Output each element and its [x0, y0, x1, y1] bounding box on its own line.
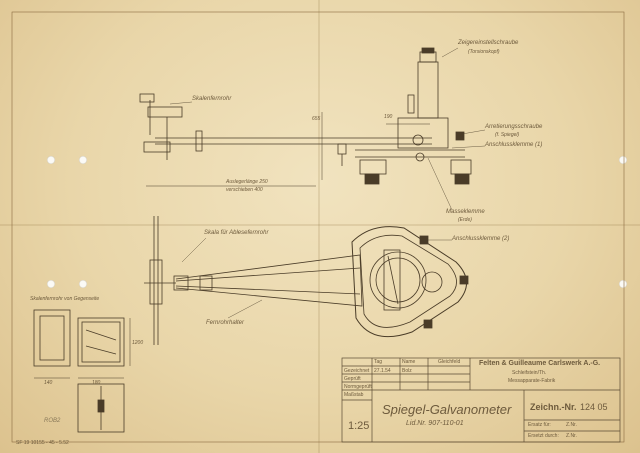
label-skalenfernrohr: Skalenfernrohr — [192, 96, 232, 102]
punch-hole — [79, 156, 87, 164]
header-gleichfeld: Gleichfeld — [438, 359, 461, 365]
punch-hole — [47, 280, 55, 288]
stamp: ROB2 — [44, 418, 61, 424]
punch-hole — [619, 280, 627, 288]
paper-fold — [0, 224, 640, 226]
punch-hole — [47, 156, 55, 164]
header-tag: Tag — [374, 359, 383, 365]
list-number: Lid.Nr. 907-110-01 — [406, 420, 464, 427]
massstab-label: Maßstab — [344, 392, 364, 398]
label-arretierung: Arretierungsschraube — [485, 124, 543, 130]
label-anschluss-1: Anschlussklemme (1) — [485, 142, 543, 148]
row-date: 27.1.54 — [374, 368, 391, 374]
label-side-view: Skalenfernrohr von Gegenseite — [30, 296, 100, 302]
label-masse-sub: (Erde) — [458, 217, 472, 223]
drawing-number-label: Zeichn.-Nr. — [530, 402, 577, 412]
ersetzt-durch-label: Ersetzt durch: — [528, 433, 559, 439]
label-fernrohrhalter: Fernrohrhalter — [206, 320, 245, 326]
label-zeiger-sub: (Torsionskopf) — [468, 49, 500, 55]
paper-fold — [318, 0, 320, 453]
dimension-value: 140 — [44, 380, 53, 386]
header-name: Name — [402, 359, 416, 365]
dimension-value: 1200 — [132, 340, 144, 346]
punch-hole — [79, 280, 87, 288]
row-name: Bolz — [402, 368, 412, 374]
dimension-value: 180 — [92, 380, 101, 386]
note-line-2: verschieben 400 — [226, 187, 263, 193]
row-label: Gezeichnet — [344, 368, 370, 374]
row-label: Normgeprüft — [344, 384, 372, 390]
label-skala: Skala für Ablesefernrohr — [204, 230, 269, 236]
label-zeiger: Zeigereinstellschraube — [458, 40, 519, 46]
row-label: Geprüft — [344, 376, 361, 382]
dimension-value: 190 — [384, 114, 393, 120]
scale-value: 1:25 — [348, 420, 370, 432]
ersetzt-durch-nr: Z.Nr. — [566, 433, 577, 439]
title-block: Tag Name Gleichfeld Gezeichnet 27.1.54 B… — [342, 358, 620, 442]
ersatz-fuer-nr: Z.Nr. — [566, 422, 577, 428]
drawing-number: 124 05 — [580, 402, 608, 412]
label-arretierung-sub: (f. Spiegel) — [495, 132, 520, 138]
dimension-value: 655 — [312, 116, 321, 122]
print-code: SF 19 10155 - 45 - 5.52 — [16, 440, 69, 446]
company-department: Messapparate-Fabrik — [508, 378, 556, 384]
punch-hole — [619, 156, 627, 164]
drawing-title: Spiegel-Galvanometer — [382, 402, 512, 417]
note-line-1: Auslegerlänge 250 — [226, 179, 268, 185]
ersatz-fuer-label: Ersatz für: — [528, 422, 551, 428]
label-anschluss-2: Anschlussklemme (2) — [452, 236, 510, 242]
label-masseklemme: Masseklemme — [446, 209, 485, 215]
company-name: Felten & Guilleaume Carlswerk A.-G. — [479, 360, 601, 367]
company-location: Schleifstein/Th. — [512, 370, 547, 376]
